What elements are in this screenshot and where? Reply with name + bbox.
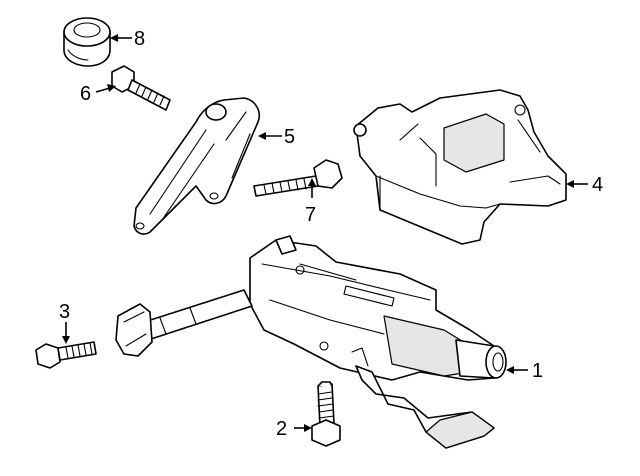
callout-2: 2 — [276, 418, 312, 440]
callout-4: 4 — [566, 174, 603, 196]
arrow-left-icon — [110, 34, 118, 42]
arrow-right-icon — [304, 424, 312, 432]
part-4-housing — [353, 89, 567, 245]
arrow-right-icon — [107, 84, 116, 92]
part-1-steering-column — [115, 235, 507, 449]
callout-8: 8 — [110, 28, 145, 50]
callout-label-6: 6 — [80, 83, 91, 105]
callout-3: 3 — [59, 301, 70, 344]
arrow-up-icon — [308, 178, 316, 186]
callout-label-8: 8 — [134, 28, 145, 50]
part-2-bolt — [311, 381, 341, 447]
part-6-bolt — [111, 65, 171, 111]
callout-6: 6 — [80, 83, 116, 105]
callout-7: 7 — [305, 178, 316, 226]
part-3-bolt — [35, 341, 97, 369]
leader-line — [95, 87, 111, 93]
callout-label-5: 5 — [284, 126, 295, 148]
arrow-down-icon — [62, 336, 70, 344]
callout-label-1: 1 — [532, 360, 543, 382]
arrow-left-icon — [258, 132, 266, 140]
part-8-bushing — [63, 17, 111, 67]
callout-label-4: 4 — [592, 174, 603, 196]
callout-5: 5 — [258, 126, 295, 148]
callout-label-2: 2 — [276, 418, 287, 440]
part-7-bolt — [253, 159, 343, 197]
callout-1: 1 — [506, 360, 543, 382]
arrow-left-icon — [506, 366, 514, 374]
callout-label-3: 3 — [59, 301, 70, 323]
callout-label-7: 7 — [305, 204, 316, 226]
arrow-left-icon — [566, 180, 574, 188]
part-5-bracket — [133, 97, 260, 235]
